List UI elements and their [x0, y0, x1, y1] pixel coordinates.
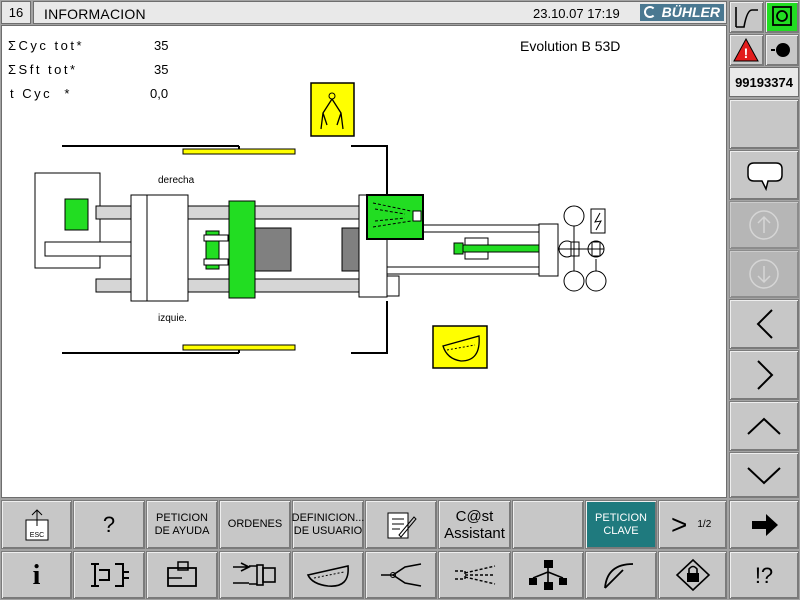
cast-assistant-button[interactable]: C@st Assistant	[438, 500, 511, 549]
nav-up-button[interactable]	[729, 401, 799, 451]
page-number: 16	[1, 1, 31, 24]
enter-button[interactable]	[729, 500, 799, 549]
label-derecha: derecha	[158, 175, 195, 186]
machine-status-button[interactable]	[765, 1, 799, 33]
page-indicator: 1/2	[697, 519, 712, 530]
gripper-button[interactable]	[365, 551, 437, 599]
mold-button[interactable]	[146, 551, 218, 599]
network-button[interactable]	[512, 551, 584, 599]
info-value-cycle-time: 0,0	[150, 86, 169, 101]
alarm-button[interactable]: !	[729, 34, 764, 66]
circle-arrow-down-icon	[749, 259, 779, 289]
chevron-right-icon	[757, 360, 774, 390]
notes-button[interactable]	[365, 500, 437, 549]
page-title: INFORMACION	[44, 6, 146, 22]
help-request-button[interactable]: PETICION DE AYUDA	[146, 500, 218, 549]
warning-icon: !	[733, 37, 759, 62]
chevron-left-icon	[756, 309, 773, 339]
svg-text:!: !	[744, 45, 749, 61]
info-label-sft-total: ΣSft tot*	[8, 62, 78, 77]
ladle-icon-small	[306, 565, 349, 587]
ejector-icon	[233, 562, 276, 586]
info-value-cyc-total: 35	[154, 38, 169, 53]
ladle-button[interactable]	[292, 551, 364, 599]
info-value-sft-total: 35	[154, 62, 169, 77]
chevron-down-icon	[747, 467, 781, 485]
label-izquierda: izquie.	[158, 313, 187, 324]
scroll-up-button[interactable]	[729, 201, 799, 249]
main-panel: ΣCyc tot* 35 ΣSft tot* 35 t Cyc * 0,0 Ev…	[1, 25, 727, 498]
document-edit-icon	[387, 512, 417, 538]
esc-label: ESC	[29, 532, 43, 539]
gauge-icon	[604, 563, 634, 589]
orders-button[interactable]: ORDENES	[219, 500, 291, 549]
diamond-lock-icon	[675, 558, 710, 592]
accumulator-icons	[558, 205, 607, 292]
info-label-cycle-time: t Cyc *	[10, 86, 72, 101]
spray-nozzle-icon[interactable]	[366, 194, 424, 240]
datetime: 23.10.07 17:19	[533, 6, 620, 21]
esc-icon: ESC	[25, 508, 48, 540]
lock-button[interactable]	[658, 551, 727, 599]
help-button[interactable]: ?	[73, 500, 145, 549]
info-label-cyc-total: ΣCyc tot*	[8, 38, 85, 53]
title-bar: INFORMACION 23.10.07 17:19 BÜHLER	[33, 1, 727, 24]
machine-serial: 99193374	[729, 67, 799, 97]
curve-icon	[735, 7, 758, 28]
curve-view-button[interactable]	[729, 1, 764, 33]
gripper-small-icon	[381, 563, 422, 587]
status-square-icon	[772, 6, 792, 26]
nav-right-button[interactable]	[729, 350, 799, 400]
gauge-button[interactable]	[585, 551, 657, 599]
spray-icon	[454, 565, 495, 585]
machine-diagram: derecha izquie.	[34, 82, 607, 369]
info-button[interactable]: i	[1, 551, 72, 599]
nav-left-button[interactable]	[729, 299, 799, 349]
network-tree-icon	[529, 560, 567, 590]
info-help-button[interactable]: !?	[729, 551, 799, 599]
circle-arrow-up-icon	[749, 210, 779, 240]
buhler-logo: BÜHLER	[640, 4, 724, 21]
user-definition-button[interactable]: DEFINICION... DE USUARIO	[292, 500, 364, 549]
password-request-button[interactable]: PETICION CLAVE	[585, 500, 657, 549]
ladle-icon[interactable]	[432, 325, 488, 369]
toolbar-blank-button[interactable]	[512, 500, 584, 549]
next-page-button[interactable]: > 1/2	[658, 500, 727, 549]
logo-text: BÜHLER	[661, 4, 720, 20]
esc-button[interactable]: ESC	[1, 500, 72, 549]
scroll-down-button[interactable]	[729, 250, 799, 298]
sidebar-blank-button[interactable]	[729, 99, 799, 149]
clamp-button[interactable]	[73, 551, 145, 599]
electrical-icon	[590, 208, 606, 234]
next-page-arrow: >	[671, 509, 688, 540]
enter-arrow-icon	[752, 513, 778, 536]
clamp-unit-icon	[91, 563, 129, 587]
ejector-button[interactable]	[219, 551, 291, 599]
nav-down-button[interactable]	[729, 452, 799, 498]
chevron-up-icon	[747, 417, 781, 435]
comment-button[interactable]	[729, 150, 799, 200]
record-button[interactable]	[765, 34, 799, 66]
mold-icon	[167, 561, 197, 587]
machine-model: Evolution B 53D	[520, 38, 621, 54]
record-dot-icon	[771, 43, 790, 57]
spray-button[interactable]	[438, 551, 511, 599]
logo-circle-icon	[644, 6, 656, 18]
gripper-icon[interactable]	[310, 82, 355, 137]
speech-bubble-icon	[747, 162, 783, 192]
